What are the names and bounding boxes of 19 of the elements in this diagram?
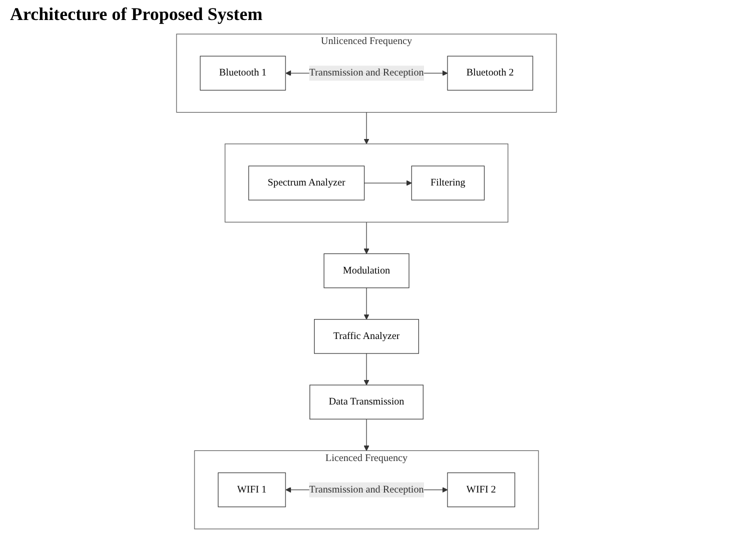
- arrow: [364, 112, 370, 144]
- diagram-title: Architecture of Proposed System: [10, 4, 264, 25]
- arrow: [364, 222, 370, 254]
- edge-label: Transmission and Reception: [309, 484, 424, 495]
- node-box: Bluetooth 1: [200, 56, 286, 91]
- node-box: WIFI 2: [447, 472, 516, 508]
- node-box: Spectrum Analyzer: [248, 166, 365, 200]
- node-box: Filtering: [411, 166, 485, 200]
- node-box: WIFI 1: [218, 472, 286, 508]
- arrow: [364, 180, 412, 186]
- node-box: Data Transmission: [310, 384, 424, 420]
- cluster: [224, 144, 508, 222]
- node-box: Bluetooth 2: [447, 56, 534, 91]
- arrow: [364, 288, 370, 320]
- arrow: [364, 418, 370, 451]
- edge-label: Transmission and Reception: [309, 68, 424, 78]
- node-box: Traffic Analyzer: [314, 319, 419, 354]
- arrow: [364, 353, 370, 386]
- node-box: Modulation: [324, 253, 410, 288]
